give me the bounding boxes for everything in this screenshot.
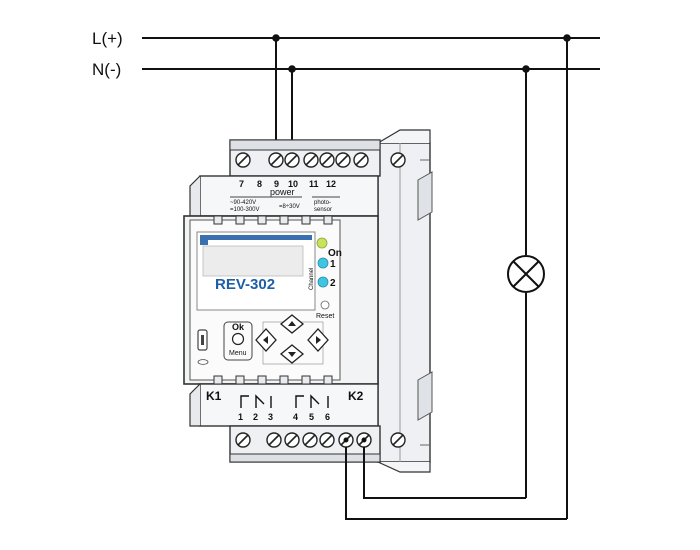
photo-line1: photo- [314,200,331,206]
ac-range-line2: =100-300V [230,207,260,213]
channel-2-label: 2 [330,278,336,289]
usb-port-slot [201,335,204,345]
terminal-label-12: 12 [326,179,336,189]
lamp-icon [507,255,545,293]
terminal-label-10: 10 [288,179,298,189]
terminal-label-8: 8 [257,179,262,189]
lcd-display [196,231,316,311]
channel-label: Channel [309,268,315,290]
wire-output-to-lamp [363,447,526,499]
line-n-label: N(-) [92,60,121,79]
menu-label: Menu [229,350,247,357]
top-terminal-screws [235,152,406,168]
terminal-label-7: 7 [239,179,244,189]
wire-output-to-l [345,447,567,520]
top-terminal-numbers: 7 8 9 10 11 12 [239,179,336,189]
terminal-label-2: 2 [253,412,258,422]
terminal-label-4: 4 [293,412,298,422]
sensor-icon [197,359,209,365]
terminal-label-6: 6 [325,412,330,422]
upper-tab-notches [213,215,333,225]
terminal-label-1: 1 [238,412,243,422]
channel-1-led [317,257,329,269]
photo-line2: sensor [314,207,332,213]
output-junction-a [343,437,349,443]
line-l-label: L(+) [92,29,123,48]
up-button[interactable] [279,314,305,334]
right-button[interactable] [307,328,329,352]
left-button[interactable] [255,328,277,352]
k1-label: K1 [206,389,222,403]
output-junction-b [361,437,367,443]
lower-tab-notches [213,375,333,385]
down-button[interactable] [279,344,305,364]
on-led [316,237,328,249]
dc-range: =8÷30V [279,204,300,210]
terminal-label-11: 11 [309,179,319,189]
relay-k2-symbol [295,394,329,408]
on-label: On [328,248,342,259]
ok-menu-button[interactable] [231,332,245,346]
model-name: REV-302 [215,276,275,293]
terminal-label-5: 5 [309,412,314,422]
bottom-terminal-numbers: 1 2 3 4 5 6 [238,412,330,422]
terminal-label-3: 3 [268,412,273,422]
bottom-terminal-screws [235,432,406,448]
k2-label: K2 [348,389,364,403]
ac-range-line1: ~90-420V [230,200,256,206]
channel-2-led [317,276,329,288]
channel-1-label: 1 [330,259,336,270]
ok-label: Ok [232,322,245,332]
reset-label: Reset [316,313,334,320]
relay-k1-symbol [240,394,272,408]
power-label: power [270,187,295,197]
terminal-label-9: 9 [274,179,279,189]
reset-button[interactable] [320,300,330,310]
junction-dots [272,34,571,73]
